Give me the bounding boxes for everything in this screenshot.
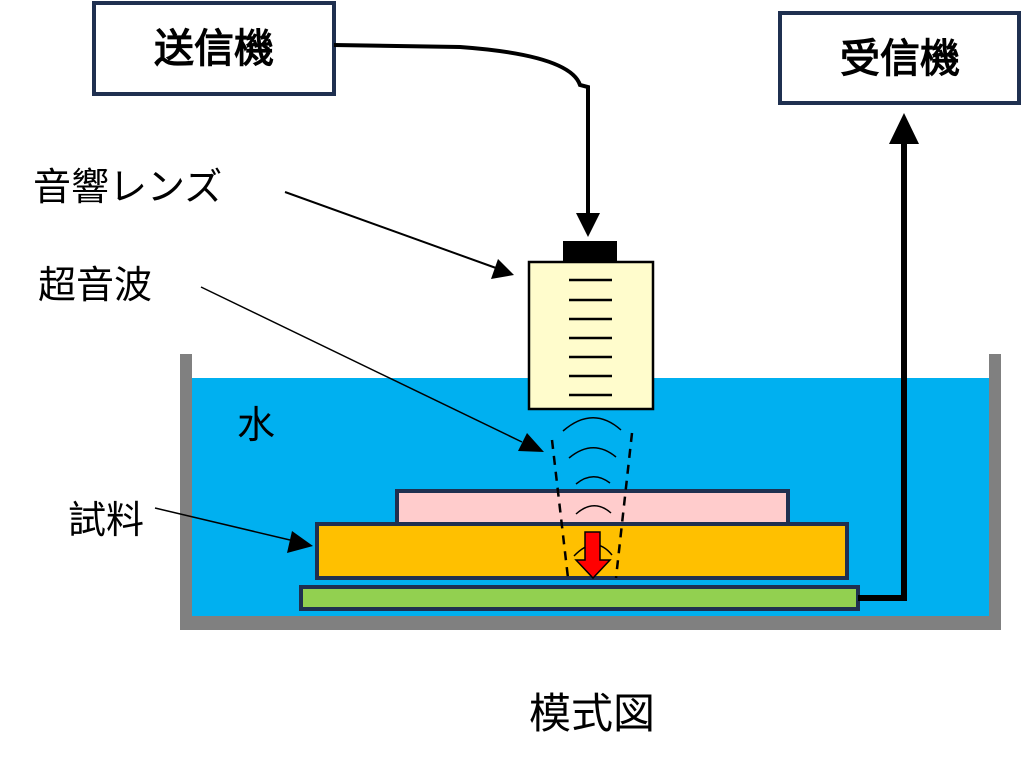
water-label: 水 bbox=[237, 403, 275, 447]
top-layer bbox=[395, 489, 790, 526]
ultrasound-pointer bbox=[200, 286, 523, 443]
wave-arc bbox=[575, 476, 611, 485]
beam-edge-right bbox=[614, 432, 634, 579]
lens-cap bbox=[563, 241, 617, 262]
sample-pointer-head-icon bbox=[287, 531, 313, 553]
receiver-box bbox=[778, 11, 1021, 105]
sample-label: 試料 bbox=[68, 498, 144, 542]
wave-arc bbox=[575, 505, 612, 515]
wave-arc bbox=[568, 447, 617, 459]
acoustic-lens-pointer-head-icon bbox=[491, 259, 514, 279]
transmitter-box bbox=[92, 1, 336, 96]
transmitter-arrow-head-icon bbox=[576, 213, 600, 237]
red-down-arrow-icon bbox=[574, 531, 612, 580]
receiver-label: 受信機 bbox=[840, 36, 960, 82]
acoustic-lens-pointer bbox=[284, 191, 497, 269]
transmitter-label: 送信機 bbox=[154, 26, 274, 72]
acoustic-lens-label: 音響レンズ bbox=[33, 165, 222, 209]
ultrasound-label: 超音波 bbox=[38, 263, 152, 307]
bottom-layer bbox=[299, 585, 860, 611]
acoustic-lens bbox=[527, 260, 655, 411]
diagram-caption: 模式図 bbox=[529, 689, 655, 738]
wave-arc bbox=[562, 417, 622, 432]
ultrasound-pointer-head-icon bbox=[518, 433, 544, 452]
beam-edge-left bbox=[550, 439, 570, 579]
lens-lines bbox=[569, 278, 612, 397]
sample-pointer bbox=[154, 507, 291, 541]
receiver-cable bbox=[858, 140, 907, 601]
middle-layer-sample bbox=[315, 522, 849, 580]
receiver-arrow-head-icon bbox=[889, 113, 919, 144]
transmitter-cable bbox=[333, 43, 590, 215]
